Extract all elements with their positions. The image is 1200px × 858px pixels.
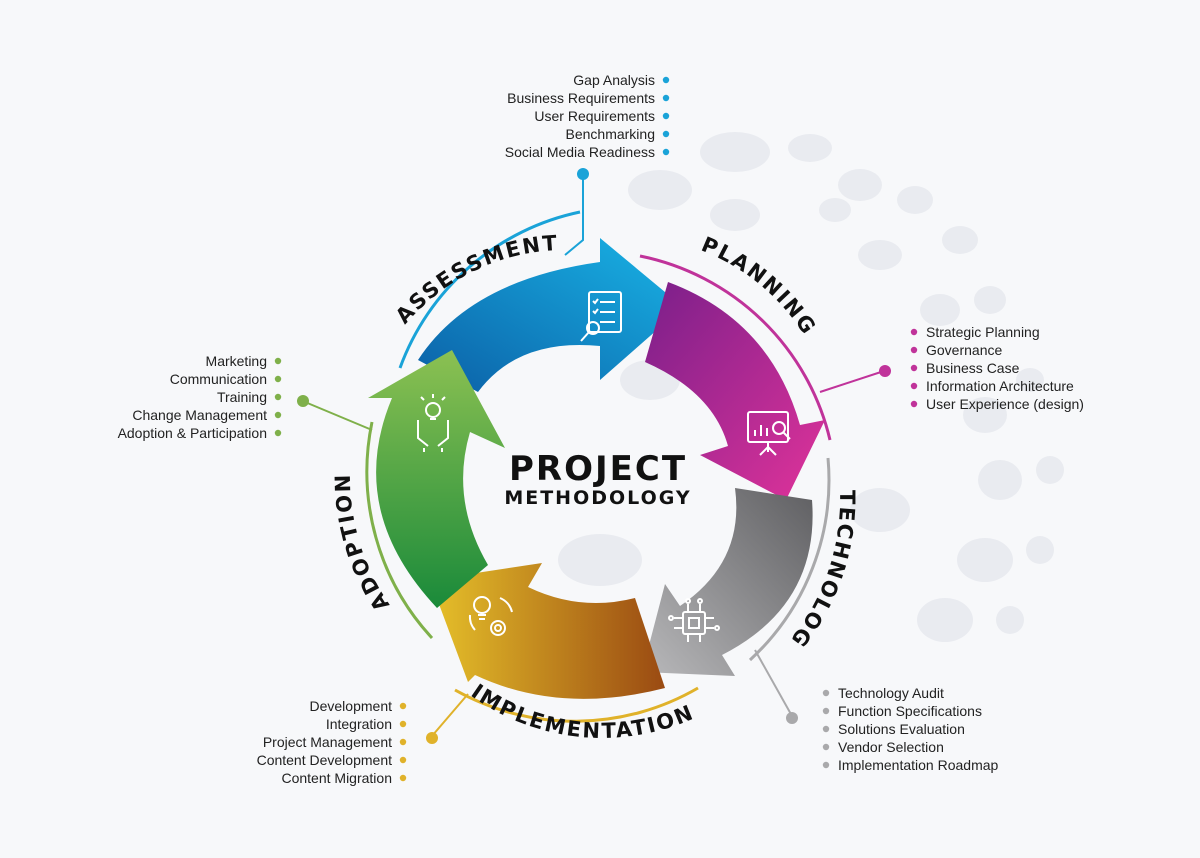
technology-outer-arc [748, 457, 831, 662]
list-item: Implementation Roadmap [838, 757, 999, 773]
diagram-title-line2: METHODOLOGY [504, 487, 691, 509]
list-item: Integration [326, 716, 392, 732]
assessment-arrow [418, 238, 683, 392]
adoption-outer-arc [365, 421, 434, 640]
planning-leader-dot [879, 365, 891, 377]
list-item: Technology Audit [838, 685, 944, 701]
implementation-bullets [399, 702, 407, 782]
technology-arrow [642, 488, 813, 676]
adoption-bullets [274, 357, 282, 437]
planning-item-list: Strategic Planning Governance Business C… [910, 324, 1084, 412]
diagram-title-line1: PROJECT [509, 449, 687, 489]
list-item: User Requirements [534, 108, 655, 124]
implementation-leader-dot [426, 732, 438, 744]
hands-lightbulb-icon [417, 394, 449, 452]
adoption-arrow [368, 350, 505, 608]
list-item: Training [217, 389, 267, 405]
list-item: Benchmarking [566, 126, 656, 142]
implementation-item-list: Development Integration Project Manageme… [257, 698, 407, 786]
list-item: Business Case [926, 360, 1020, 376]
technology-leader-line [754, 649, 793, 717]
assessment-bullets [662, 76, 670, 156]
presentation-chart-icon [747, 411, 791, 456]
adoption-leader-line [304, 401, 373, 431]
planning-leader-line [819, 370, 885, 393]
list-item: Communication [170, 371, 267, 387]
list-item: Solutions Evaluation [838, 721, 965, 737]
assessment-item-list: Gap Analysis Business Requirements User … [505, 72, 670, 160]
technology-leader-dot [786, 712, 798, 724]
list-item: Governance [926, 342, 1002, 358]
list-item: Information Architecture [926, 378, 1074, 394]
assessment-leader-line [564, 175, 584, 256]
list-item: Social Media Readiness [505, 144, 655, 160]
adoption-leader-dot [297, 395, 309, 407]
planning-arrow [645, 282, 825, 500]
list-item: Content Development [257, 752, 393, 768]
checklist-search-icon [580, 291, 622, 342]
planning-bullets [910, 328, 918, 408]
implementation-leader-line [431, 693, 469, 737]
adoption-item-list: Marketing Communication Training Change … [118, 353, 282, 441]
list-item: Vendor Selection [838, 739, 944, 755]
lightbulb-gear-icon [468, 596, 513, 636]
list-item: Function Specifications [838, 703, 982, 719]
list-item: User Experience (design) [926, 396, 1084, 412]
list-item: Business Requirements [507, 90, 655, 106]
implementation-outer-arc [454, 686, 699, 723]
list-item: Project Management [263, 734, 392, 750]
list-item: Development [310, 698, 393, 714]
list-item: Content Migration [281, 770, 392, 786]
assessment-outer-arc [398, 210, 581, 369]
assessment-leader-dot [577, 168, 589, 180]
background-dots-decoration [558, 132, 1064, 642]
list-item: Gap Analysis [573, 72, 655, 88]
technology-bullets [822, 689, 830, 769]
implementation-arrow [430, 563, 665, 699]
list-item: Strategic Planning [926, 324, 1040, 340]
list-item: Adoption & Participation [118, 425, 267, 441]
list-item: Marketing [206, 353, 267, 369]
technology-item-list: Technology Audit Function Specifications… [822, 685, 999, 773]
chip-circuit-icon [668, 598, 720, 642]
list-item: Change Management [132, 407, 267, 423]
planning-outer-arc [639, 254, 832, 441]
